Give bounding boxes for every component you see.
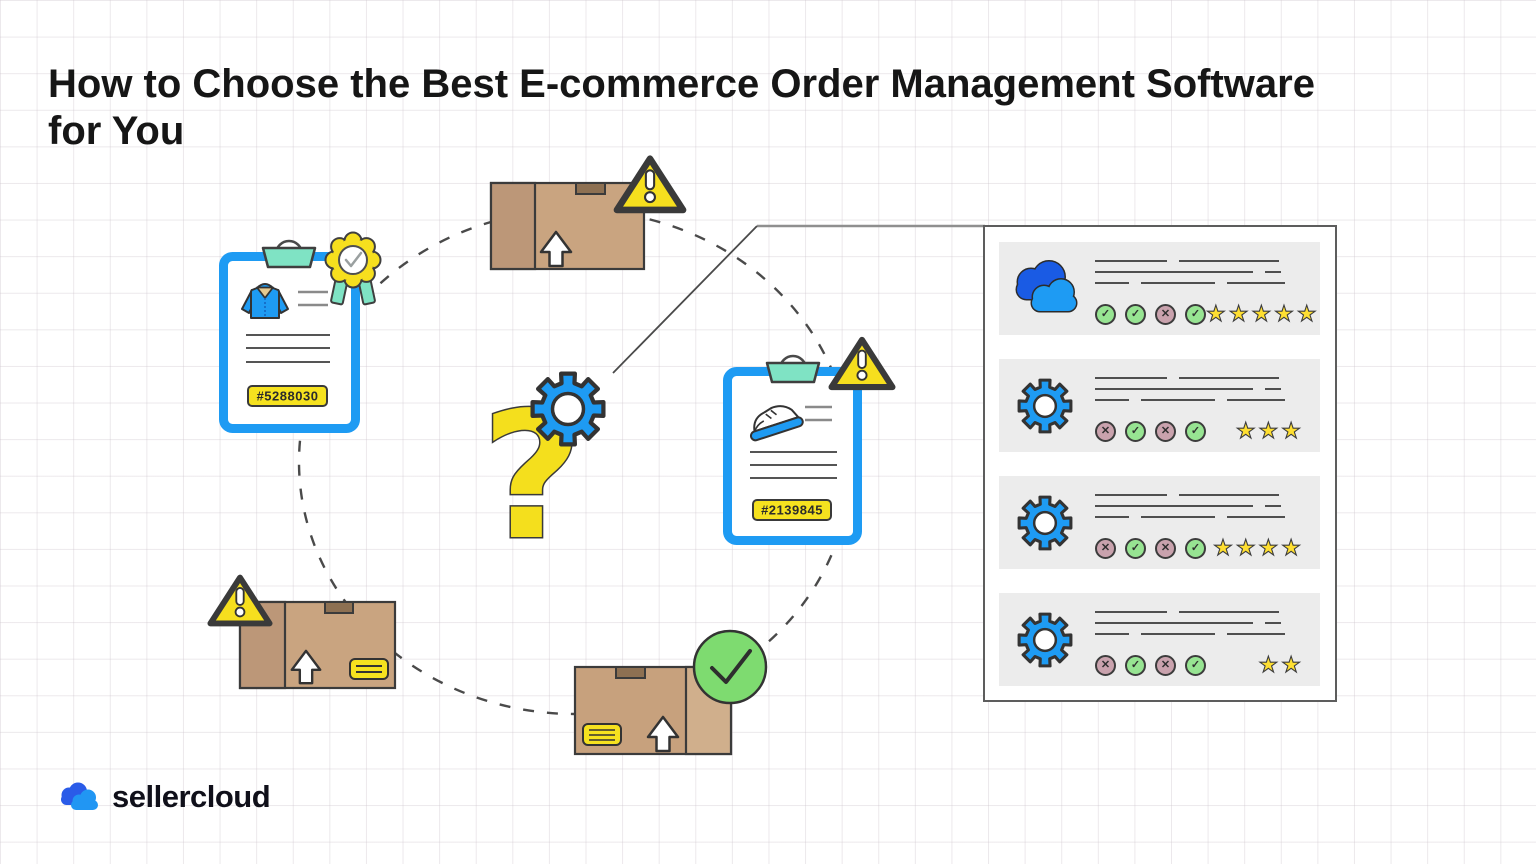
feature-checks: ✕ ✓ ✕ ✓ — [1095, 654, 1206, 676]
comparison-row-body: ✓✓✕✓★★★★★ — [1091, 242, 1335, 335]
star-rating: ★★★★ — [1213, 535, 1304, 560]
check-circle-icon: ✓ — [1125, 654, 1146, 676]
feature-checks: ✓ ✓ ✕ ✓ — [1095, 303, 1206, 325]
placeholder-text-lines — [1095, 377, 1304, 410]
sellercloud-cloud-icon — [61, 782, 98, 810]
cross-circle-icon: ✕ — [1155, 303, 1176, 325]
placeholder-text-lines — [1095, 611, 1304, 644]
star-rating: ★★★ — [1235, 418, 1304, 443]
check-circle-icon: ✓ — [1185, 537, 1206, 559]
sellercloud-cloud-icon — [999, 242, 1091, 335]
feature-checks: ✕ ✓ ✕ ✓ — [1095, 537, 1206, 559]
cross-circle-icon: ✕ — [1095, 654, 1116, 676]
check-circle-icon: ✓ — [1185, 654, 1206, 676]
placeholder-text-lines — [1095, 494, 1304, 527]
comparison-row: ✕ ✓ ✕ ✓ ★★★ — [999, 359, 1320, 452]
logo-text: sellercloud — [112, 779, 271, 814]
gear-icon — [999, 359, 1091, 452]
comparison-row: ✕ ✓ ✕ ✓ ★★★★ — [999, 476, 1320, 569]
star-rating: ★★ — [1258, 652, 1304, 677]
feature-checks: ✕ ✓ ✕ ✓ — [1095, 420, 1206, 442]
check-circle-icon: ✓ — [1185, 303, 1206, 325]
cross-circle-icon: ✕ — [1095, 537, 1116, 559]
cross-circle-icon: ✕ — [1155, 537, 1176, 559]
check-circle-icon: ✓ — [1185, 420, 1206, 442]
comparison-row-body: ✕ ✓ ✕ ✓ ★★ — [1091, 593, 1320, 686]
comparison-row: ✕ ✓ ✕ ✓ ★★ — [999, 593, 1320, 686]
comparison-row-body: ✕ ✓ ✕ ✓ ★★★★ — [1091, 476, 1320, 569]
title-line-1: How to Choose the Best E-commerce Order … — [48, 61, 1315, 106]
comparison-row: ✓✓✕✓★★★★★ — [999, 242, 1320, 335]
sellercloud-logo: sellercloud — [56, 779, 271, 815]
comparison-row-body: ✕ ✓ ✕ ✓ ★★★ — [1091, 359, 1320, 452]
gear-icon — [999, 476, 1091, 569]
cross-circle-icon: ✕ — [1095, 420, 1116, 442]
check-circle-icon: ✓ — [1125, 420, 1146, 442]
check-circle-icon: ✓ — [1125, 303, 1146, 325]
cross-circle-icon: ✕ — [1155, 654, 1176, 676]
check-circle-icon: ✓ — [1125, 537, 1146, 559]
comparison-panel: ✓✓✕✓★★★★★✕✓✕✓★★★✕✓✕✓★★★★✕✓✕✓★★ — [983, 225, 1337, 702]
placeholder-text-lines — [1095, 260, 1320, 293]
title-line-2: for You — [48, 108, 185, 153]
star-rating: ★★★★★ — [1205, 301, 1320, 326]
check-circle-icon: ✓ — [1095, 303, 1116, 325]
page-title: How to Choose the Best E-commerce Order … — [48, 61, 1478, 155]
cross-circle-icon: ✕ — [1155, 420, 1176, 442]
gear-icon — [999, 593, 1091, 686]
